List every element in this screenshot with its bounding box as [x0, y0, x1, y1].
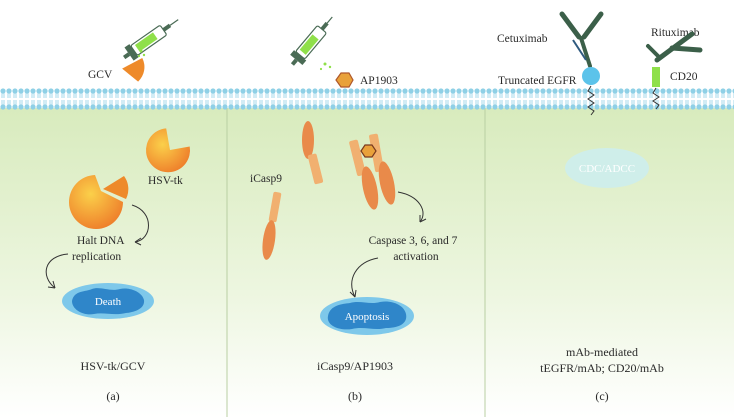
rituximab-antibody-icon [646, 31, 703, 63]
gcv-bound-wedge-icon [103, 176, 129, 199]
truncated-egfr-receptor-icon [582, 67, 600, 85]
hsv-tk-bound-enzyme-icon [69, 175, 123, 229]
icasp9-label: iCasp9 [250, 173, 282, 185]
cdc-adcc-cell [565, 148, 649, 188]
halt-dna-label: Halt DNA [77, 235, 125, 247]
arrow-to-caspase [397, 191, 424, 223]
syringe-drops-icon [137, 49, 146, 58]
syringe-drops-b-icon [319, 62, 332, 71]
arrow-head-caspase-icon [419, 215, 427, 223]
cd20-transmembrane-icon [652, 87, 660, 110]
ap1903-hexagon-icon [335, 72, 354, 88]
arrow-head-halt-icon [134, 237, 142, 246]
panel-a-letter: (a) [106, 389, 119, 403]
panel-c-letter: (c) [595, 389, 608, 403]
hsv-tk-label: HSV-tk [148, 175, 183, 187]
gcv-wedge-icon [122, 57, 145, 82]
arrow-head-apoptosis-icon [349, 289, 357, 298]
replication-label: replication [72, 251, 121, 263]
apoptosis-blob-icon [327, 301, 407, 330]
icasp9-monomer-1 [302, 121, 324, 185]
panel-b-system-label: iCasp9/AP1903 [317, 359, 393, 373]
panel-a-system-label: HSV-tk/GCV [81, 359, 146, 373]
arrow-to-death [45, 253, 69, 289]
cetuximab-label: Cetuximab [497, 33, 548, 45]
death-label: Death [95, 296, 122, 308]
activation-label: activation [393, 251, 439, 263]
icasp9-monomer-2 [262, 191, 282, 260]
cetuximab-antibody-icon [559, 11, 604, 68]
arrow-head-death-icon [47, 280, 56, 289]
arrow-to-apoptosis [351, 257, 379, 298]
hsv-tk-enzyme-icon [146, 128, 191, 173]
ap1903-label: AP1903 [360, 75, 398, 87]
panel-b-letter: (b) [348, 389, 362, 403]
cd20-receptor-icon [652, 67, 660, 87]
cdc-adcc-label: CDC/ADCC [579, 163, 635, 175]
syringe-icon-b [290, 16, 333, 66]
apoptosis-label: Apoptosis [345, 311, 390, 323]
syringe-icon [123, 19, 179, 61]
truncated-egfr-label: Truncated EGFR [498, 75, 577, 87]
caspase-label: Caspase 3, 6, and 7 [369, 235, 458, 247]
icasp9-dimer-icon [349, 133, 396, 210]
egfr-transmembrane-icon [587, 85, 595, 116]
arrow-to-halt [131, 204, 149, 243]
cell-membrane [0, 88, 734, 110]
panel-c-system-line1: mAb-mediated [566, 345, 638, 359]
cd20-label: CD20 [670, 71, 698, 83]
death-blob-icon [72, 288, 145, 315]
panel-c-system-line2: tEGFR/mAb; CD20/mAb [540, 361, 664, 375]
gcv-label: GCV [88, 69, 113, 81]
